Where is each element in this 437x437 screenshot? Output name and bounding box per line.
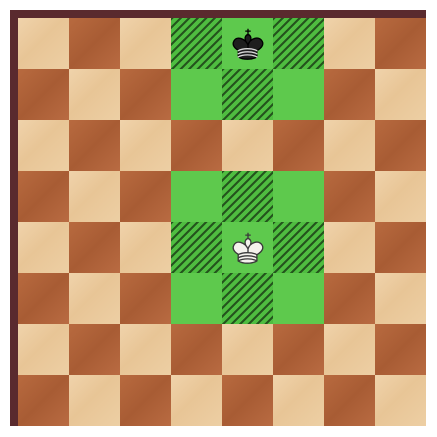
square-d4[interactable] (171, 222, 222, 273)
square-f6[interactable] (273, 120, 324, 171)
square-e8[interactable] (222, 18, 273, 69)
square-e7[interactable] (222, 69, 273, 120)
square-e6[interactable] (222, 120, 273, 171)
square-g1[interactable] (324, 375, 375, 426)
square-b3[interactable] (69, 273, 120, 324)
square-d3[interactable] (171, 273, 222, 324)
square-g6[interactable] (324, 120, 375, 171)
square-b8[interactable] (69, 18, 120, 69)
square-g7[interactable] (324, 69, 375, 120)
square-a4[interactable] (18, 222, 69, 273)
square-f4[interactable] (273, 222, 324, 273)
square-c7[interactable] (120, 69, 171, 120)
square-d8[interactable] (171, 18, 222, 69)
square-f2[interactable] (273, 324, 324, 375)
square-f8[interactable] (273, 18, 324, 69)
square-f3[interactable] (273, 273, 324, 324)
square-c1[interactable] (120, 375, 171, 426)
square-d1[interactable] (171, 375, 222, 426)
square-a7[interactable] (18, 69, 69, 120)
square-f7[interactable] (273, 69, 324, 120)
square-d5[interactable] (171, 171, 222, 222)
square-g8[interactable] (324, 18, 375, 69)
square-c3[interactable] (120, 273, 171, 324)
square-c4[interactable] (120, 222, 171, 273)
square-b2[interactable] (69, 324, 120, 375)
square-b1[interactable] (69, 375, 120, 426)
square-h8[interactable] (375, 18, 426, 69)
black-king-icon[interactable] (222, 18, 273, 69)
square-h4[interactable] (375, 222, 426, 273)
square-e5[interactable] (222, 171, 273, 222)
square-h2[interactable] (375, 324, 426, 375)
square-h6[interactable] (375, 120, 426, 171)
square-d7[interactable] (171, 69, 222, 120)
square-a2[interactable] (18, 324, 69, 375)
square-c8[interactable] (120, 18, 171, 69)
square-e2[interactable] (222, 324, 273, 375)
square-b7[interactable] (69, 69, 120, 120)
square-g3[interactable] (324, 273, 375, 324)
square-a1[interactable] (18, 375, 69, 426)
square-h1[interactable] (375, 375, 426, 426)
square-g2[interactable] (324, 324, 375, 375)
square-a5[interactable] (18, 171, 69, 222)
square-e1[interactable] (222, 375, 273, 426)
square-e4[interactable] (222, 222, 273, 273)
square-c2[interactable] (120, 324, 171, 375)
square-f1[interactable] (273, 375, 324, 426)
square-e3[interactable] (222, 273, 273, 324)
square-g5[interactable] (324, 171, 375, 222)
square-a8[interactable] (18, 18, 69, 69)
square-h3[interactable] (375, 273, 426, 324)
square-c5[interactable] (120, 171, 171, 222)
square-h5[interactable] (375, 171, 426, 222)
chessboard[interactable] (18, 18, 426, 426)
square-b6[interactable] (69, 120, 120, 171)
square-c6[interactable] (120, 120, 171, 171)
white-king-icon[interactable] (222, 222, 273, 273)
square-a6[interactable] (18, 120, 69, 171)
square-f5[interactable] (273, 171, 324, 222)
square-h7[interactable] (375, 69, 426, 120)
square-b5[interactable] (69, 171, 120, 222)
square-d6[interactable] (171, 120, 222, 171)
chessboard-frame (10, 10, 426, 426)
square-d2[interactable] (171, 324, 222, 375)
square-g4[interactable] (324, 222, 375, 273)
square-b4[interactable] (69, 222, 120, 273)
square-a3[interactable] (18, 273, 69, 324)
